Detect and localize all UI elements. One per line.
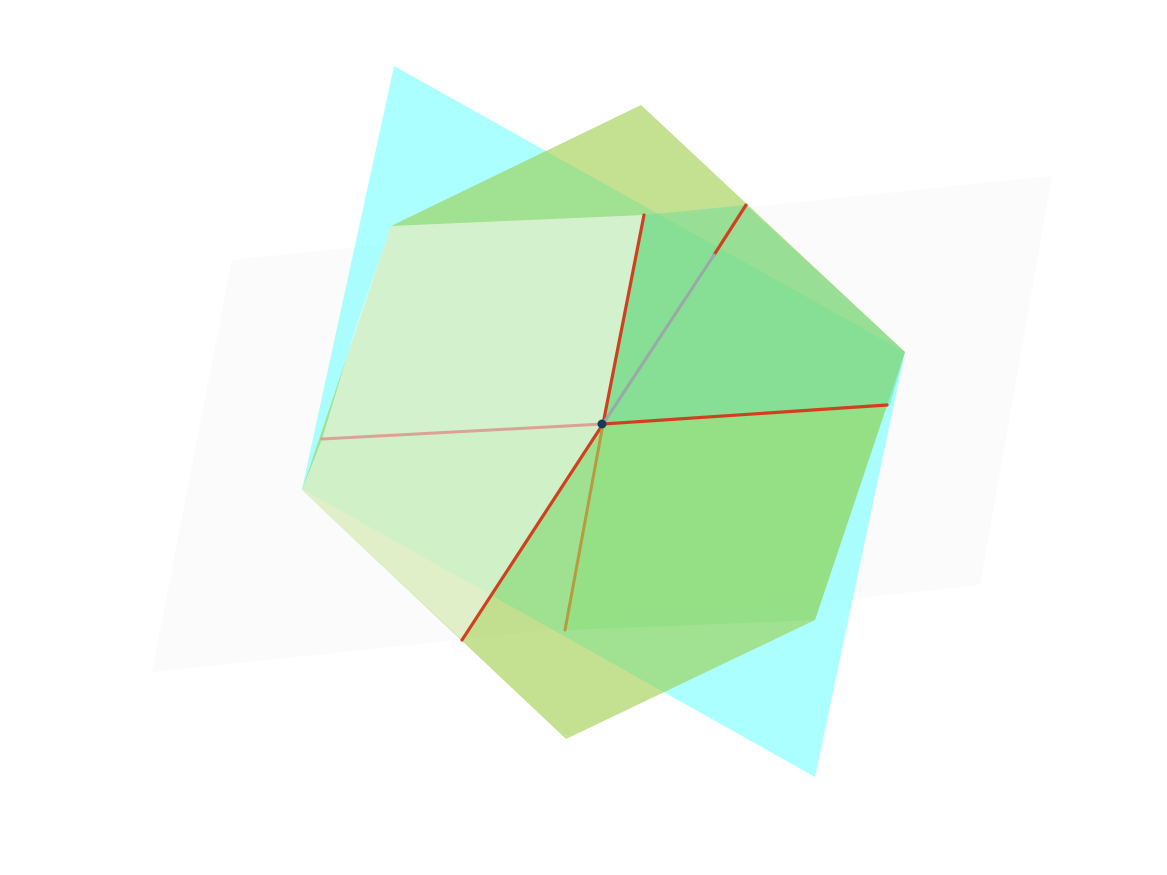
intersection-line-right (601, 403, 889, 426)
common-point (597, 419, 607, 429)
intersection-line-left-hidden (320, 422, 605, 441)
intersection-line-lower-left (460, 422, 605, 642)
intersection-line-upper (601, 213, 646, 426)
overlap-region-upper-right (603, 205, 905, 424)
intersection-line-upper-right-hidden (601, 253, 716, 426)
intersection-line-upper-right (712, 203, 748, 257)
overlap-region-lower-right (566, 405, 887, 630)
horizontal-plane-front-upper (322, 215, 644, 439)
horizontal-plane-front-lower (302, 424, 603, 640)
intersection-line-lower-hidden (563, 422, 605, 632)
